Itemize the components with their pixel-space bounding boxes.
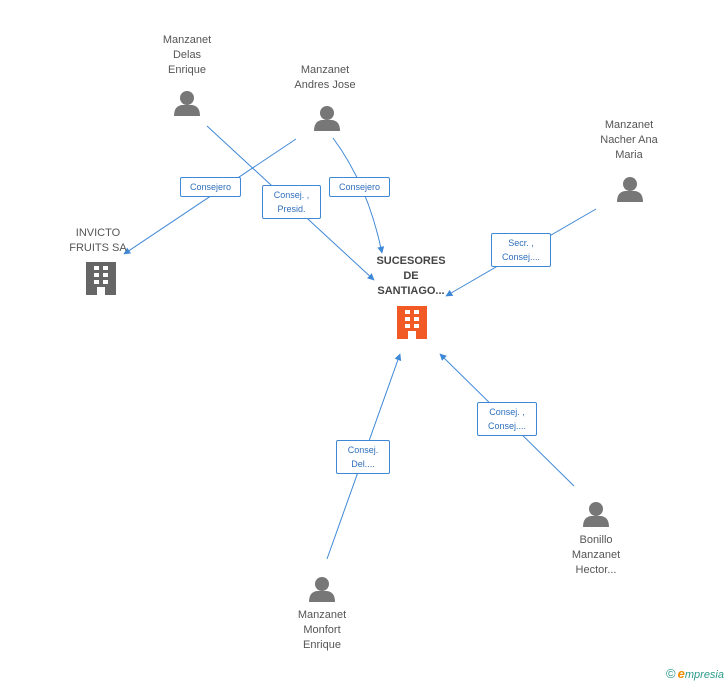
edge-label-andres-sucesores[interactable]: Consejero (329, 177, 390, 197)
edge-label-andres-invicto[interactable]: Consejero (180, 177, 241, 197)
company-label-invicto[interactable]: INVICTO FRUITS SA (69, 227, 127, 254)
person-label-andres[interactable]: Manzanet Andres Jose (294, 64, 356, 91)
footer-brand: ©empresia (666, 666, 724, 681)
person-label-delas[interactable]: Manzanet Delas Enrique (162, 34, 212, 76)
brand-initial: e (677, 666, 685, 681)
person-label-bonillo[interactable]: Bonillo Manzanet Hector... (571, 534, 621, 576)
copyright-symbol: © (666, 666, 676, 681)
person-icon[interactable] (314, 106, 340, 131)
person-icon[interactable] (617, 177, 643, 202)
edge-label-bonillo-sucesores[interactable]: Consej. , Consej.... (477, 402, 537, 436)
person-icon[interactable] (174, 91, 200, 116)
building-icon-invicto[interactable] (86, 262, 116, 295)
brand-name: mpresia (684, 669, 724, 681)
edge-label-delas-sucesores[interactable]: Consej. , Presid. (262, 185, 321, 219)
person-icon[interactable] (309, 577, 335, 602)
edge-label-monfort-sucesores[interactable]: Consej. Del.... (336, 440, 390, 474)
person-label-monfort[interactable]: Manzanet Monfort Enrique (297, 609, 347, 651)
person-label-nacher[interactable]: Manzanet Nacher Ana Maria (600, 119, 658, 161)
company-label-sucesores[interactable]: SUCESORES DE SANTIAGO... (376, 255, 446, 297)
building-icon-sucesores[interactable] (397, 306, 427, 339)
person-icon[interactable] (583, 502, 609, 527)
edge-label-nacher-sucesores[interactable]: Secr. , Consej.... (491, 233, 551, 267)
